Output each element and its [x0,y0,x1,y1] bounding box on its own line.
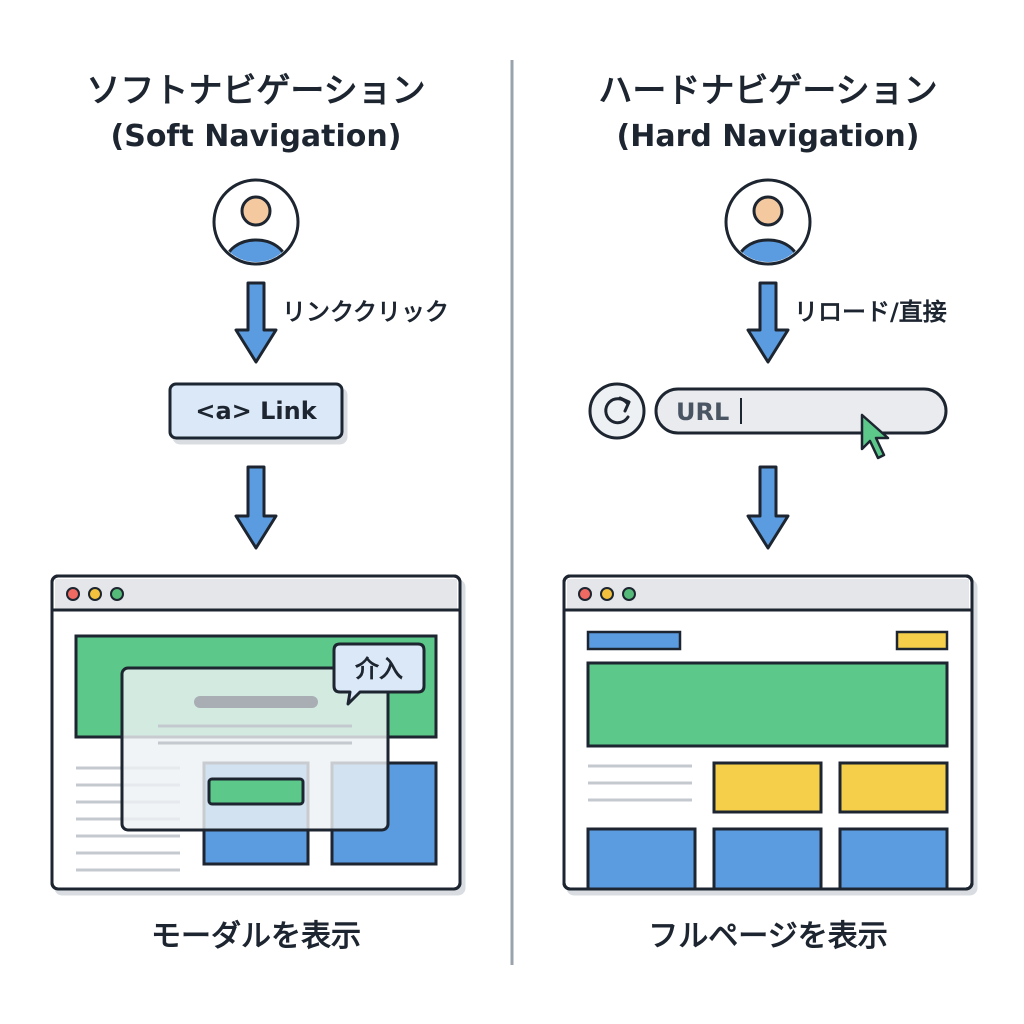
close-dot-icon [578,587,592,601]
user-avatar-icon [212,178,300,266]
arrow-down-icon [746,281,790,364]
content-block [586,827,697,891]
content-block [838,827,949,891]
content-block [838,761,949,814]
content-block [712,827,823,891]
intercept-badge: 介入 [332,642,426,706]
browser-window [562,574,974,891]
minimize-dot-icon [600,587,614,601]
link-text: <a> Link [195,397,317,425]
arrow-down-icon [234,465,278,550]
intercept-label: 介入 [354,655,403,683]
reload-icon [604,396,631,425]
modal-title-bar [194,696,318,708]
link-button[interactable]: <a> Link [168,382,344,440]
soft-subtitle: (Soft Navigation) [111,119,402,154]
content-block [712,761,823,814]
arrow-down-icon [234,281,278,364]
minimize-dot-icon [88,587,102,601]
nav-bar-right [895,630,949,651]
user-avatar-icon [724,178,812,266]
reload-button[interactable] [588,382,646,440]
nav-bar-left [586,630,682,651]
hard-caption: フルページを表示 [648,919,887,954]
cursor-pointer-icon [860,413,890,460]
text-lines [588,764,692,802]
soft-caption: モーダルを表示 [151,919,361,954]
maximize-dot-icon [110,587,124,601]
soft-navigation-panel: ソフトナビゲーション (Soft Navigation) リンククリック <a>… [50,71,462,954]
hard-navigation-panel: ハードナビゲーション (Hard Navigation) リロード/直接 [562,71,974,954]
url-input[interactable]: URL [654,387,948,435]
arrow-down-icon [746,465,790,550]
maximize-dot-icon [622,587,636,601]
modal-dialog[interactable] [120,666,390,832]
hard-subtitle: (Hard Navigation) [617,119,920,154]
hard-action-label: リロード/直接 [794,298,947,326]
hero-banner [586,661,949,748]
modal-action-button[interactable] [207,777,305,806]
close-dot-icon [66,587,80,601]
soft-action-label: リンククリック [282,298,449,326]
hard-title: ハードナビゲーション [598,71,937,111]
browser-window: 介入 [50,574,462,891]
soft-title: ソフトナビゲーション [86,71,425,111]
url-text: URL [676,398,729,426]
